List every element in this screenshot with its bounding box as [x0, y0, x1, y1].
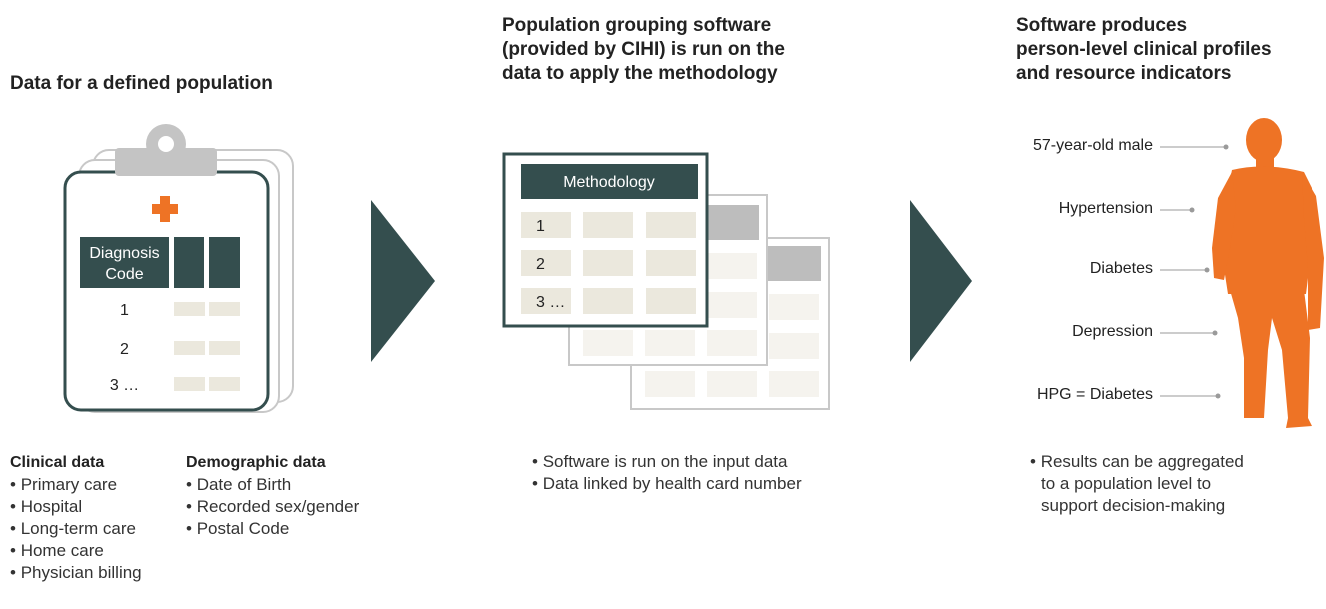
callout-hpg: HPG = Diabetes	[1036, 386, 1153, 403]
clinical-data-title: Clinical data	[10, 454, 105, 471]
list-item: Primary care	[10, 474, 142, 496]
callout-age-sex: 57-year-old male	[1032, 137, 1153, 154]
step2-bullets: Software is run on the input data Data l…	[532, 451, 802, 495]
sheet-row-1: 1	[536, 218, 545, 235]
step3-bullet-line3: support decision-making	[1041, 496, 1226, 515]
list-item: Long-term care	[10, 518, 142, 540]
list-item: Date of Birth	[186, 474, 359, 496]
medical-cross-icon	[152, 196, 178, 222]
list-item: Data linked by health card number	[532, 473, 802, 495]
step2-title-line3: data to apply the methodology	[502, 63, 778, 84]
sheet-header-label: Methodology	[563, 174, 655, 191]
list-item: Recorded sex/gender	[186, 496, 360, 518]
callout-hypertension: Hypertension	[1058, 200, 1153, 217]
clinical-data-section: Clinical data Primary care Hospital Long…	[10, 452, 142, 584]
callout-diabetes: Diabetes	[1089, 260, 1153, 277]
arrow-right-icon	[910, 200, 972, 362]
list-item: Physician billing	[10, 562, 142, 584]
demographic-data-title: Demographic data	[186, 454, 326, 471]
callout-lines	[1160, 144, 1229, 399]
step2-title: Population grouping software (provided b…	[502, 14, 785, 86]
step3-title: Software produces person-level clinical …	[1016, 14, 1272, 86]
person-silhouette-icon	[1212, 118, 1324, 428]
clipboard-icon: Diagnosis Code 1 2 3 …	[63, 124, 294, 413]
step3-title-line3: and resource indicators	[1016, 63, 1232, 84]
clipboard-row-1: 1	[120, 302, 129, 319]
step1-title: Data for a defined population	[10, 73, 273, 94]
list-item: Home care	[10, 540, 142, 562]
step3-bullet: • Results can be aggregated to a populat…	[1030, 451, 1244, 517]
sheet-row-3: 3 …	[536, 294, 565, 311]
step2-title-line1: Population grouping software	[502, 15, 772, 36]
document-stack-icon: Methodology 1 2 3 …	[502, 152, 830, 410]
step3-title-line2: person-level clinical profiles	[1016, 39, 1272, 60]
clinical-data-list: Primary care Hospital Long-term care Hom…	[10, 474, 142, 584]
list-item: Postal Code	[186, 518, 359, 540]
demographic-data-section: Demographic data Date of Birth Recorded …	[186, 452, 359, 540]
callout-depression: Depression	[1072, 323, 1153, 340]
clipboard-header-line2: Code	[105, 266, 143, 283]
demographic-data-list: Date of Birth Recorded sex/gender Postal…	[186, 474, 360, 540]
step3-bullet-line1: Results can be aggregated	[1040, 452, 1244, 471]
arrow-right-icon	[371, 200, 435, 362]
step2-title-line2: (provided by CIHI) is run on the	[502, 39, 785, 60]
bullet-dot: •	[1030, 452, 1041, 471]
sheet-row-2: 2	[536, 256, 545, 273]
step3-title-line1: Software produces	[1016, 15, 1188, 36]
clipboard-row-2: 2	[120, 341, 129, 358]
list-item: Software is run on the input data	[532, 451, 802, 473]
clipboard-header-line1: Diagnosis	[89, 245, 159, 262]
clipboard-row-3: 3 …	[110, 377, 139, 394]
step3-bullet-line2: to a population level to	[1041, 474, 1212, 493]
list-item: Hospital	[10, 496, 142, 518]
